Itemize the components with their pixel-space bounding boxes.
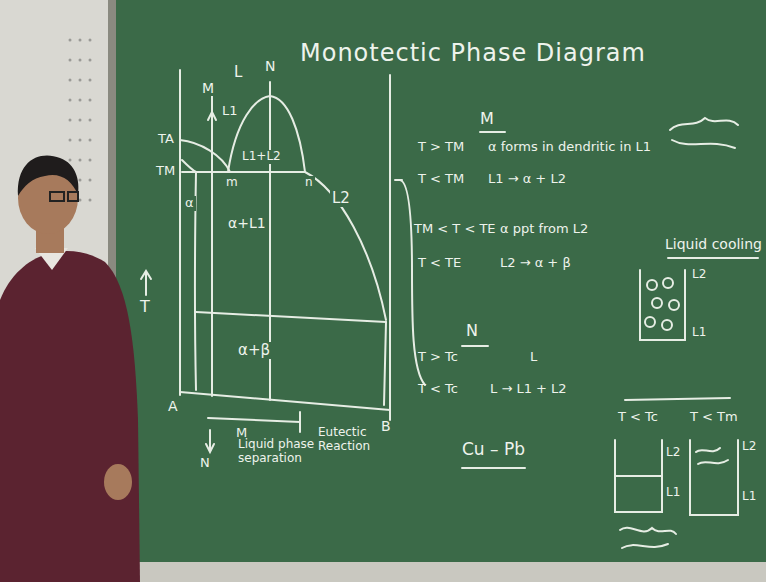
section-heading: M xyxy=(480,110,494,128)
phase-label: α xyxy=(183,196,196,211)
point-label: n xyxy=(303,176,315,190)
phase-label: α+β xyxy=(236,342,272,359)
reaction: L → L1 + L2 xyxy=(490,382,567,397)
section-heading: N xyxy=(466,322,478,340)
note: α ppt from L2 xyxy=(500,222,588,237)
phase-label: L1 xyxy=(692,326,706,340)
condition: T < Tc xyxy=(618,410,658,425)
phase-label: L2 xyxy=(330,190,352,207)
temperature-mark: TM xyxy=(156,164,175,179)
condition: T > TM xyxy=(418,140,464,155)
lecturer xyxy=(0,155,140,582)
phase-label: L xyxy=(232,64,244,81)
note: α forms in dendritic in L1 xyxy=(488,140,651,155)
alloy-system: Cu – Pb xyxy=(462,440,525,460)
board-frame xyxy=(108,0,766,572)
range-label: Liquid phase separation xyxy=(238,438,324,466)
condition: T > Tc xyxy=(418,350,458,365)
condition: T < TE xyxy=(418,256,461,271)
chalkboard xyxy=(116,0,766,562)
phase-label: L2 xyxy=(666,446,680,460)
axis-end-label: B xyxy=(381,418,391,434)
axis-end-label: A xyxy=(168,398,178,414)
phase-label: L1 xyxy=(220,104,240,119)
board-title: Monotectic Phase Diagram xyxy=(300,40,646,68)
phase-label: L1 xyxy=(666,486,680,500)
phase-label: L1 xyxy=(742,490,756,504)
phase-label: L xyxy=(530,350,537,365)
note-heading: Liquid cooling xyxy=(665,236,762,252)
temperature-mark: TA xyxy=(158,132,174,147)
range-label: Eutectic Reaction xyxy=(318,426,388,454)
point-label: m xyxy=(224,176,240,190)
chalk-ledge xyxy=(116,562,766,582)
reaction: L2 → α + β xyxy=(500,256,571,271)
condition: TM < T < TE xyxy=(414,222,496,237)
alloy-label: N xyxy=(263,58,277,74)
phase-label: L2 xyxy=(692,268,706,282)
reaction: L1 → α + L2 xyxy=(488,172,566,187)
notes-marks xyxy=(462,118,758,548)
phase-label: L1+L2 xyxy=(240,150,283,164)
axis-label: T xyxy=(140,298,150,316)
phase-label: α+L1 xyxy=(226,215,268,231)
condition: T < Tm xyxy=(690,410,738,425)
condition: T < TM xyxy=(418,172,464,187)
phase-label: L2 xyxy=(742,440,756,454)
alloy-label: M xyxy=(200,80,216,96)
composition-label: N xyxy=(200,456,210,471)
phase-diagram xyxy=(141,70,425,452)
condition: T < Tc xyxy=(418,382,458,397)
